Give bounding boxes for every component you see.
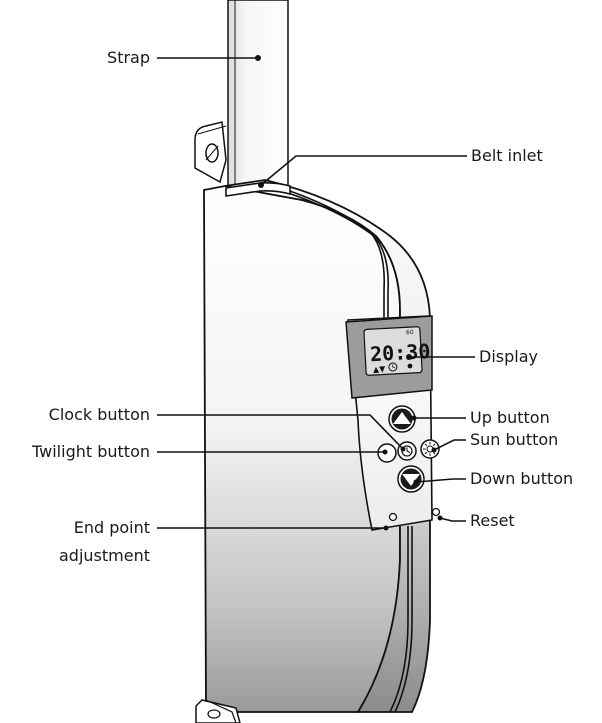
- clock-button[interactable]: [397, 441, 417, 461]
- down-button[interactable]: [397, 465, 425, 493]
- sun-button-leader: [433, 439, 466, 451]
- belt-inlet-leader: [260, 155, 467, 186]
- leader-lines: [157, 57, 475, 529]
- sun-icon: [423, 442, 437, 456]
- display-dot-indicator: [407, 363, 413, 369]
- down-arrow-icon: [402, 474, 420, 486]
- housing-groove-lines: [261, 181, 413, 713]
- clock-button-leader: [157, 414, 404, 450]
- display-up-down-indicator: ▲▼: [373, 364, 387, 374]
- lower-mounting-bracket: [195, 699, 241, 723]
- reset-label: Reset: [470, 511, 515, 530]
- upper-mounting-bracket: [194, 121, 227, 184]
- leader-dots: [255, 55, 443, 531]
- down-button-label: Down button: [470, 469, 574, 488]
- up-button[interactable]: [388, 405, 416, 433]
- clock-button-label: Clock button: [48, 405, 150, 424]
- reset-hole[interactable]: [431, 507, 441, 517]
- end-point-adjustment-label-line1: End point: [73, 518, 150, 537]
- sun-button[interactable]: [420, 439, 440, 459]
- end-point-adjustment-hole[interactable]: [388, 512, 398, 522]
- strap-label: Strap: [107, 48, 150, 67]
- display-small-value: 60: [406, 329, 414, 336]
- reset-leader: [439, 517, 466, 522]
- strap: [227, 0, 289, 193]
- twilight-button-label: Twilight button: [32, 442, 150, 461]
- display-time: 20:30: [370, 339, 431, 366]
- belt-inlet-label: Belt inlet: [471, 146, 543, 165]
- down-button-leader: [415, 478, 466, 483]
- display-clock-icon: [388, 362, 398, 372]
- up-button-label: Up button: [470, 408, 550, 427]
- display: 20:30 60 ▲▼: [345, 315, 433, 399]
- end-point-adjustment-label-line2: adjustment: [59, 546, 150, 565]
- up-arrow-icon: [393, 412, 411, 424]
- display-label: Display: [479, 347, 538, 366]
- sun-button-label: Sun button: [470, 430, 559, 449]
- belt-inlet-slot: [225, 182, 291, 197]
